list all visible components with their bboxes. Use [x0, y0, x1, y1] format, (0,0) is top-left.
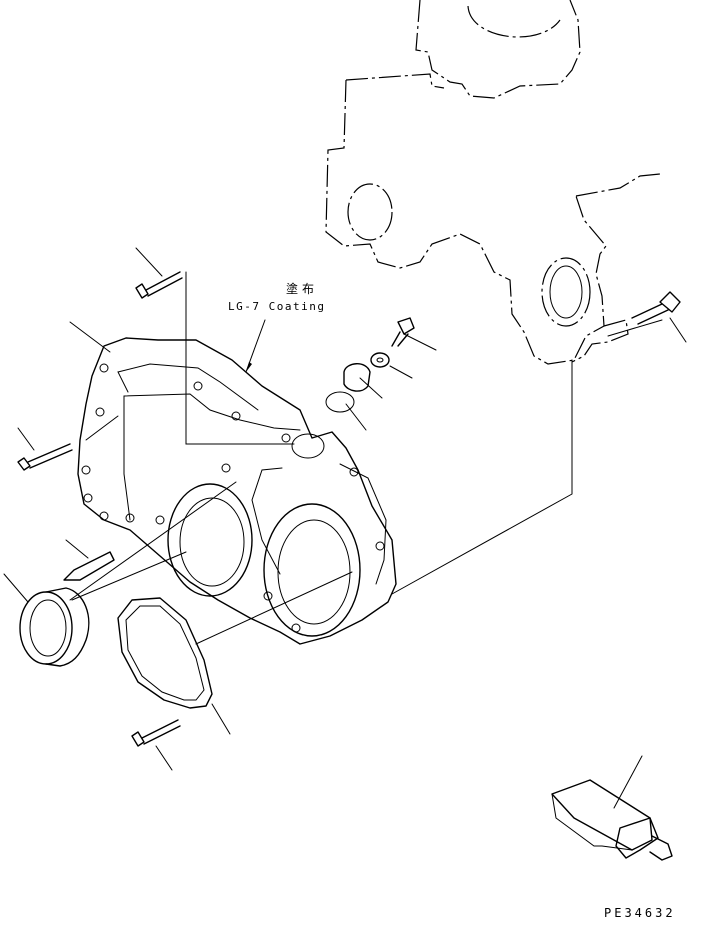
annotation-jp-text: 塗布 — [286, 282, 319, 296]
bolt — [17, 271, 681, 747]
washer — [370, 352, 390, 368]
oil-seal — [19, 587, 90, 667]
dowel-pin — [63, 551, 115, 581]
installer-tool — [551, 779, 673, 861]
front-cover — [77, 337, 397, 645]
engine-block-outline — [325, 0, 661, 365]
drawing-code: PE34632 — [604, 906, 676, 920]
leader-lines — [3, 247, 687, 809]
annotation-coating: LG-7 Coating — [228, 300, 326, 313]
gasket — [117, 597, 213, 709]
breather-cap — [325, 363, 371, 413]
